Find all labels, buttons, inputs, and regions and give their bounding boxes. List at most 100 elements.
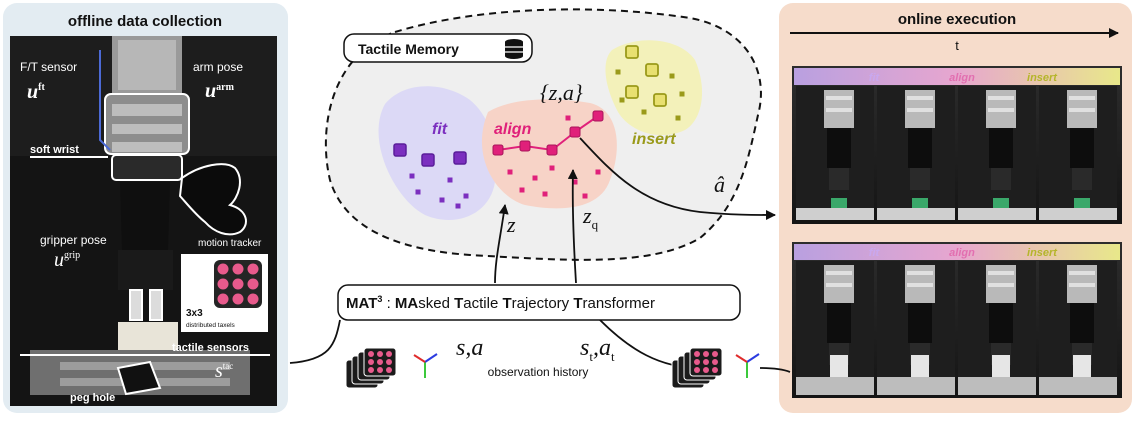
robot-photo xyxy=(10,36,277,406)
time-label: t xyxy=(955,38,959,53)
fit-key-point xyxy=(421,153,435,167)
strip-2-insert: insert xyxy=(1027,247,1058,259)
align-label: align xyxy=(494,121,532,138)
fit-key-point xyxy=(453,151,467,165)
memory-title-box xyxy=(343,33,533,63)
taxel-grid xyxy=(217,263,259,305)
za-label: {z,a} xyxy=(540,80,583,105)
peg-hole-label: peg hole xyxy=(70,392,115,404)
insert-key-point xyxy=(653,93,667,107)
taxel-dot xyxy=(247,263,259,275)
tactile-sensors-label: tactile sensors xyxy=(172,342,249,354)
align-point xyxy=(519,187,525,193)
memory-points xyxy=(393,45,685,209)
taxel-dot xyxy=(377,359,383,365)
taxel-dot xyxy=(247,293,259,305)
axes-icon-right xyxy=(735,353,760,378)
database-icon xyxy=(505,39,523,59)
arm-pose-label: arm pose xyxy=(193,60,243,74)
left-panel-title: offline data collection xyxy=(68,13,222,30)
zq-arrow xyxy=(567,169,578,284)
tactile-frame xyxy=(363,347,397,377)
z-arrow xyxy=(494,204,509,284)
observation-history-label: observation history xyxy=(488,365,589,379)
strip-1-align: align xyxy=(949,72,975,84)
right-panel: online execution t fit align insert fit … xyxy=(779,3,1132,413)
observation-stack-right xyxy=(671,347,723,389)
insert-point xyxy=(679,91,685,97)
transformer-part: ransformer xyxy=(583,295,656,312)
fit-region xyxy=(378,86,496,220)
transformer-part: actile xyxy=(463,295,502,312)
align-point xyxy=(532,175,538,181)
insert-point xyxy=(669,73,675,79)
camera-frame xyxy=(1039,261,1117,395)
insert-label: insert xyxy=(632,131,676,148)
z-label: z xyxy=(506,212,516,237)
transformer-part: MA xyxy=(395,295,418,312)
camera-frame xyxy=(1039,86,1117,220)
fit-point xyxy=(415,189,421,195)
taxel-dot xyxy=(694,351,700,357)
taxel-dot xyxy=(232,278,244,290)
fit-label: fit xyxy=(432,121,448,138)
observation-stack-left xyxy=(345,347,397,389)
taxel-dot xyxy=(377,367,383,373)
taxel-dot xyxy=(368,367,374,373)
camera-frame xyxy=(958,86,1036,220)
ft-sensor-label: F/T sensor xyxy=(20,60,77,74)
left-panel: offline data collection xyxy=(3,3,288,413)
strip-2-align: align xyxy=(949,247,975,259)
fit-point xyxy=(447,177,453,183)
align-key-point xyxy=(546,144,558,156)
camera-frame xyxy=(958,261,1036,395)
taxel-dot xyxy=(368,359,374,365)
strip-1-frames xyxy=(796,86,1117,220)
arm-symbol: uarm xyxy=(205,80,235,102)
tactile-frame xyxy=(689,347,723,377)
st-at-label: st,at xyxy=(580,335,615,364)
ft-symbol: uft xyxy=(27,81,45,103)
taxel-dot xyxy=(694,367,700,373)
taxel-dot xyxy=(217,293,229,305)
taxel-dot xyxy=(368,351,374,357)
align-point xyxy=(595,169,601,175)
taxel-inset: 3x3 distributed taxels xyxy=(181,254,268,332)
zq-label: zq xyxy=(582,203,599,232)
insert-key-point xyxy=(645,63,659,77)
fit-point xyxy=(409,173,415,179)
align-point xyxy=(572,179,578,185)
sa-label: s,a xyxy=(456,335,483,361)
taxel-dot xyxy=(386,367,392,373)
camera-frame xyxy=(877,261,955,395)
taxel-dot xyxy=(703,359,709,365)
transformer-part: sked xyxy=(418,295,454,312)
insert-point xyxy=(675,115,681,121)
grip-symbol: ugrip xyxy=(54,249,80,271)
execution-strip-2: fit align insert xyxy=(792,242,1122,398)
transformer-part: rajectory xyxy=(512,295,574,312)
taxel-dot xyxy=(712,359,718,365)
transformer-label: MAT3 : MAsked Tactile Trajectory Transfo… xyxy=(346,294,655,312)
soft-wrist-label: soft wrist xyxy=(30,144,79,156)
insert-point xyxy=(619,97,625,103)
align-key-point xyxy=(492,144,504,156)
a-hat-arrow xyxy=(579,137,776,220)
taxel-dot xyxy=(712,351,718,357)
motion-tracker-label: motion tracker xyxy=(198,238,262,249)
taxel-dot xyxy=(703,367,709,373)
right-panel-title: online execution xyxy=(898,11,1016,28)
camera-frame xyxy=(877,86,955,220)
strip-1-fit: fit xyxy=(869,72,881,84)
taxel-dot xyxy=(247,278,259,290)
axes-icon-left xyxy=(413,353,438,378)
taxels-count: 3x3 xyxy=(186,308,203,319)
align-point xyxy=(582,193,588,199)
align-point xyxy=(542,191,548,197)
taxel-dot xyxy=(694,359,700,365)
taxel-dot xyxy=(377,351,383,357)
insert-point xyxy=(641,109,647,115)
memory-title: Tactile Memory xyxy=(358,41,459,57)
insert-key-point xyxy=(625,85,639,99)
